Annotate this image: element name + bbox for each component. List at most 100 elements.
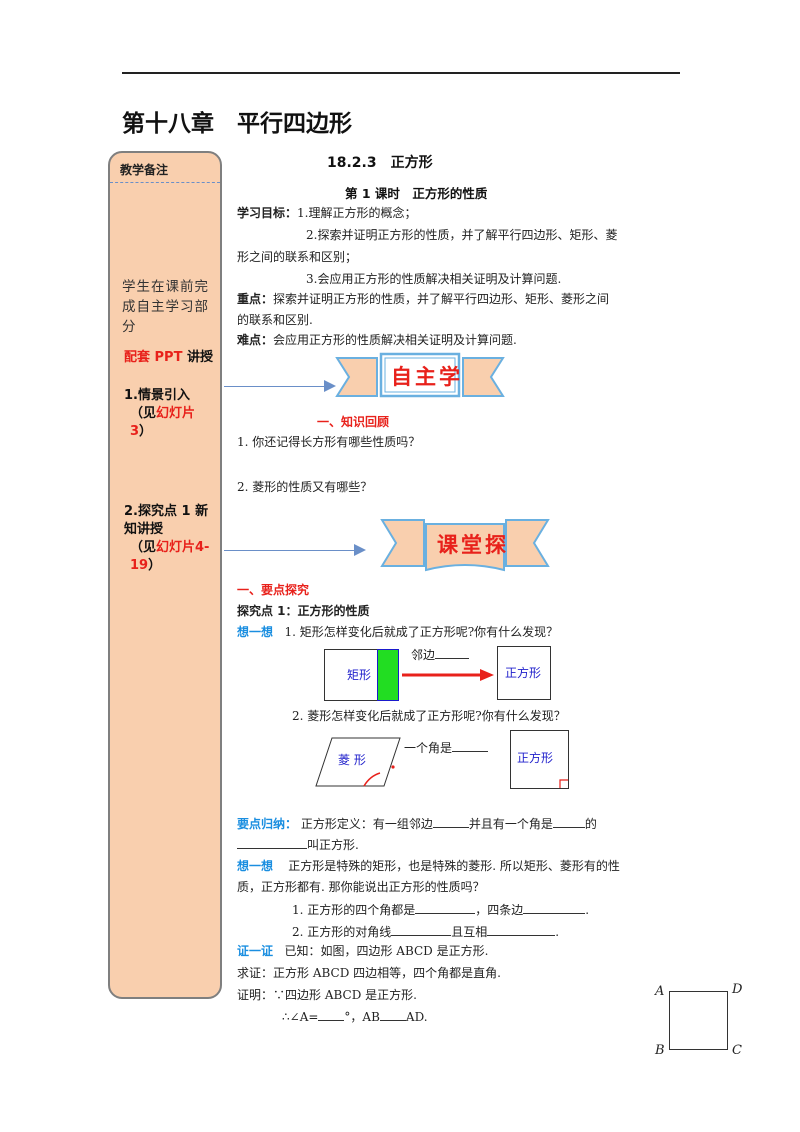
right-angle-icon bbox=[559, 779, 568, 788]
property-2b: 且互相 bbox=[451, 925, 488, 939]
think2-text-1: 正方形是特殊的矩形，也是特殊的菱形. 所以矩形、菱形有的性 bbox=[288, 859, 620, 873]
self-study-banner-text: 自主学 bbox=[391, 365, 463, 389]
think-label: 想一想 bbox=[237, 625, 274, 639]
think-question-2: 2. 菱形怎样变化后就成了正方形呢?你有什么发现？ bbox=[292, 709, 566, 723]
vertex-b-label: B bbox=[655, 1043, 665, 1058]
difficulty-label: 难点 bbox=[237, 333, 262, 347]
lesson-title: 第 1 课时 正方形的性质 bbox=[345, 186, 488, 201]
key-point-line-1: 重点：探索并证明正方形的性质，并了解平行四边形、矩形、菱形之间 bbox=[237, 292, 610, 306]
objective-2a: 2.探索并证明正方形的性质，并了解平行四边形、矩形、菱 bbox=[306, 228, 618, 242]
proof-to-prove: 求证：正方形 ABCD 四边相等，四个角都是直角. bbox=[237, 966, 501, 980]
vertex-c-label: C bbox=[732, 1043, 742, 1058]
rhombus-label: 菱 形 bbox=[338, 753, 366, 767]
proof-given: 证一证 已知：如图，四边形 ABCD 是正方形. bbox=[237, 941, 488, 962]
review-title: 一、知识回顾 bbox=[317, 415, 390, 429]
item2-title: 2.探究点 1 新知讲授 bbox=[124, 504, 209, 537]
summary-text-4: 叫正方形. bbox=[307, 838, 359, 852]
fig1-caption: 邻边 bbox=[411, 644, 470, 666]
summary-text-2: 并且有一个角是 bbox=[468, 817, 553, 831]
connector-arrow-1 bbox=[224, 386, 334, 387]
property-2a: 2. 正方形的对角线 bbox=[292, 925, 392, 939]
item2-ref: 幻灯片4-19 bbox=[130, 540, 210, 573]
rhombus-figure bbox=[315, 737, 401, 787]
classroom-banner bbox=[380, 519, 550, 572]
property-1b: ，四条边 bbox=[475, 903, 524, 917]
ppt-label: 配套 PPT bbox=[124, 350, 183, 365]
review-question-1: 1. 你还记得长方形有哪些性质吗？ bbox=[237, 435, 421, 449]
item1-ref: 幻灯片3 bbox=[130, 406, 196, 439]
review-question-2: 2. 菱形的性质又有哪些？ bbox=[237, 480, 373, 494]
objective-1: 1.理解正方形的概念； bbox=[297, 206, 417, 220]
rectangle-label: 矩形 bbox=[347, 668, 372, 682]
item1-open: （见 bbox=[130, 406, 157, 421]
key-point-text: 探索并证明正方形的性质，并了解平行四边形、矩形、菱形之间 bbox=[273, 292, 610, 306]
ppt-suffix: 讲授 bbox=[186, 350, 213, 365]
key-point-line-2: 的联系和区别. bbox=[237, 313, 313, 327]
chapter-title: 第十八章 平行四边形 bbox=[122, 111, 352, 137]
arrowhead-icon bbox=[354, 544, 366, 556]
proof-step-2a: ∴∠A= bbox=[282, 1010, 319, 1024]
explore-point-title: 探究点 1：正方形的性质 bbox=[237, 604, 370, 618]
proof-step-2: ∴∠A= °，AB AD. bbox=[282, 1006, 428, 1028]
teaching-notes-sidebar: 教学备注 学生在课前完成自主学习部分 配套 PPT 讲授 1.情景引入 （见幻灯… bbox=[108, 151, 222, 999]
property-1c: . bbox=[585, 903, 590, 917]
key-point-label: 重点 bbox=[237, 292, 262, 306]
green-strip bbox=[377, 649, 399, 701]
proof-given-text: 已知：如图，四边形 ABCD 是正方形. bbox=[284, 944, 489, 958]
item1-close: ） bbox=[139, 424, 153, 439]
difficulty-line: 难点：会应用正方形的性质解决相关证明及计算问题. bbox=[237, 333, 517, 347]
vertex-d-label: D bbox=[732, 982, 743, 997]
think2-line-2: 质，正方形都有. 那你能说出正方形的性质吗？ bbox=[237, 880, 485, 894]
red-arrow-icon bbox=[402, 669, 494, 681]
think2-line-1: 想一想 正方形是特殊的矩形，也是特殊的菱形. 所以矩形、菱形有的性 bbox=[237, 856, 620, 877]
fig2-caption: 一个角是 bbox=[404, 737, 489, 759]
sidebar-ppt-note: 配套 PPT 讲授 bbox=[124, 349, 216, 367]
proof-label: 证一证 bbox=[237, 944, 274, 958]
objectives-label: 学习目标 bbox=[237, 206, 286, 220]
proof-start-label: 证明： bbox=[237, 988, 274, 1002]
sidebar-divider bbox=[110, 182, 220, 183]
connector-arrow-2 bbox=[224, 550, 362, 551]
property-2c: . bbox=[555, 925, 560, 939]
property-1: 1. 正方形的四个角都是 ，四条边. bbox=[292, 899, 589, 921]
explore-title: 一、要点探究 bbox=[237, 583, 310, 597]
sidebar-item-1: 1.情景引入 （见幻灯片3） bbox=[124, 387, 216, 441]
objectives-line-1: 学习目标：1.理解正方形的概念； bbox=[237, 206, 417, 220]
think2-label: 想一想 bbox=[237, 859, 274, 873]
think-question-1: 想一想 1. 矩形怎样变化后就成了正方形呢?你有什么发现？ bbox=[237, 622, 558, 643]
square-figure-2 bbox=[510, 730, 569, 789]
proof-step-1: 证明：∵四边形 ABCD 是正方形. bbox=[237, 985, 417, 1006]
square-figure-1 bbox=[497, 646, 551, 700]
summary-line-1: 要点归纳： 正方形定义：有一组邻边并且有一个角是的 bbox=[237, 813, 597, 835]
sidebar-title: 教学备注 bbox=[120, 163, 169, 177]
objective-3: 3.会应用正方形的性质解决相关证明及计算问题. bbox=[306, 272, 562, 286]
property-1a: 1. 正方形的四个角都是 bbox=[292, 903, 416, 917]
sidebar-item-2: 2.探究点 1 新知讲授 （见幻灯片4-19） bbox=[124, 503, 216, 575]
square-abcd-figure bbox=[669, 991, 728, 1050]
top-rule bbox=[122, 72, 680, 74]
square-label-1: 正方形 bbox=[505, 666, 542, 680]
fig1-caption-text: 邻边 bbox=[411, 648, 436, 662]
summary-label: 要点归纳 bbox=[237, 817, 286, 831]
sidebar-note: 学生在课前完成自主学习部分 bbox=[122, 279, 209, 335]
proof-step-2b: °，AB bbox=[344, 1010, 380, 1024]
difficulty-text: 会应用正方形的性质解决相关证明及计算问题. bbox=[273, 333, 517, 347]
item1-title: 1.情景引入 bbox=[124, 388, 190, 403]
classroom-banner-text: 课堂探 bbox=[437, 533, 509, 557]
objective-2b: 形之间的联系和区别； bbox=[237, 250, 358, 264]
square-label-2: 正方形 bbox=[517, 751, 554, 765]
summary-text-3: 的 bbox=[584, 817, 597, 831]
proof-step-2c: AD. bbox=[405, 1010, 428, 1024]
proof-step-1-text: ∵四边形 ABCD 是正方形. bbox=[273, 988, 417, 1002]
item2-close: ） bbox=[148, 558, 162, 573]
vertex-a-label: A bbox=[655, 984, 665, 999]
property-2: 2. 正方形的对角线 且互相. bbox=[292, 921, 559, 943]
summary-line-2: 叫正方形. bbox=[237, 834, 359, 856]
summary-text-1: 正方形定义：有一组邻边 bbox=[300, 817, 433, 831]
item2-open: （见 bbox=[130, 540, 157, 555]
section-title: 18.2.3 正方形 bbox=[327, 155, 433, 171]
self-study-banner bbox=[335, 352, 505, 398]
arrowhead-icon bbox=[324, 380, 336, 392]
think-q1-text: 1. 矩形怎样变化后就成了正方形呢?你有什么发现？ bbox=[284, 625, 559, 639]
fig2-caption-text: 一个角是 bbox=[404, 741, 453, 755]
